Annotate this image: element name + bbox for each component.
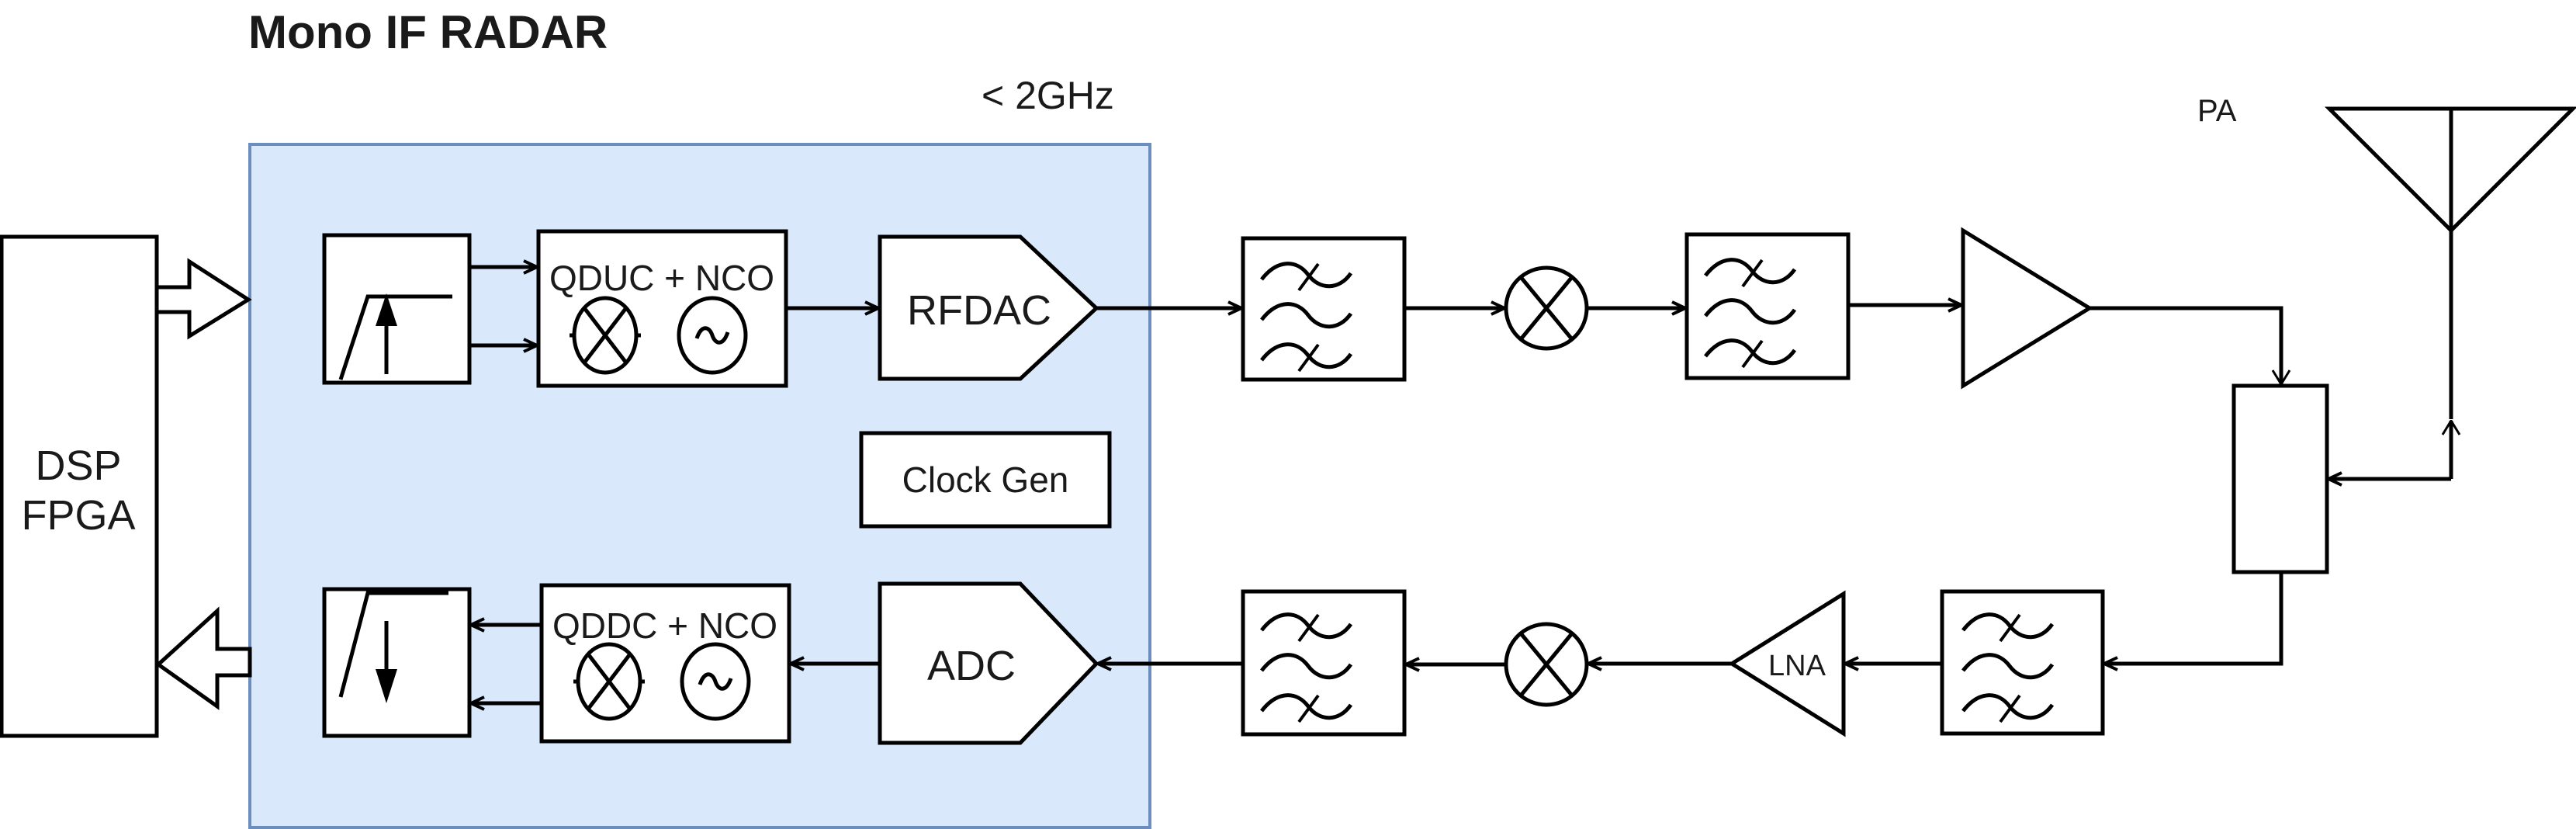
mixer-icon — [570, 296, 641, 375]
tx-bus-arrow-icon — [154, 258, 252, 340]
qddc-nco-block[interactable]: QDDC + NCO — [539, 583, 791, 744]
circulator-block[interactable] — [2231, 383, 2329, 574]
rx-mixer[interactable] — [1504, 622, 1589, 707]
dsp-fpga-block[interactable]: DSP FPGA — [0, 234, 159, 738]
dsp-label: DSP — [35, 442, 121, 489]
diagram-title: Mono IF RADAR — [248, 6, 608, 58]
upsample-arrow-icon — [376, 293, 397, 326]
upsampler-block[interactable] — [322, 233, 472, 385]
clock-gen-block[interactable]: Clock Gen — [859, 431, 1112, 529]
lna-label: LNA — [1768, 650, 1826, 682]
rx-bandpass-filter-2[interactable] — [1241, 589, 1407, 737]
power-amplifier[interactable] — [1961, 227, 2093, 390]
downsample-arrow-icon — [376, 669, 397, 703]
downsampler-block[interactable] — [322, 587, 472, 738]
oscillator-icon — [677, 296, 748, 375]
low-noise-amplifier[interactable]: LNA — [1728, 590, 1846, 737]
oscillator-icon — [680, 642, 751, 721]
qddc-label: QDDC + NCO — [552, 605, 777, 646]
qduc-label: QDUC + NCO — [549, 258, 774, 298]
pa-label: PA — [2197, 94, 2237, 128]
rfdac-block[interactable]: RFDAC — [878, 234, 1099, 381]
adc-block[interactable]: ADC — [878, 581, 1099, 745]
mixer-icon — [573, 642, 645, 721]
adc-label: ADC — [927, 643, 1016, 689]
rx-bandpass-filter-1[interactable] — [1940, 589, 2105, 736]
rx-bus-arrow-icon — [155, 606, 252, 710]
rfdac-label: RFDAC — [907, 287, 1051, 334]
tx-bandpass-filter-1[interactable] — [1241, 236, 1407, 382]
antenna-icon — [2324, 106, 2576, 234]
clock-gen-label: Clock Gen — [902, 460, 1069, 500]
fpga-label: FPGA — [21, 492, 135, 539]
tx-mixer[interactable] — [1504, 265, 1589, 351]
tx-bandpass-filter-2[interactable] — [1684, 232, 1851, 380]
frequency-label: < 2GHz — [982, 74, 1114, 117]
qduc-nco-block[interactable]: QDUC + NCO — [536, 229, 788, 388]
